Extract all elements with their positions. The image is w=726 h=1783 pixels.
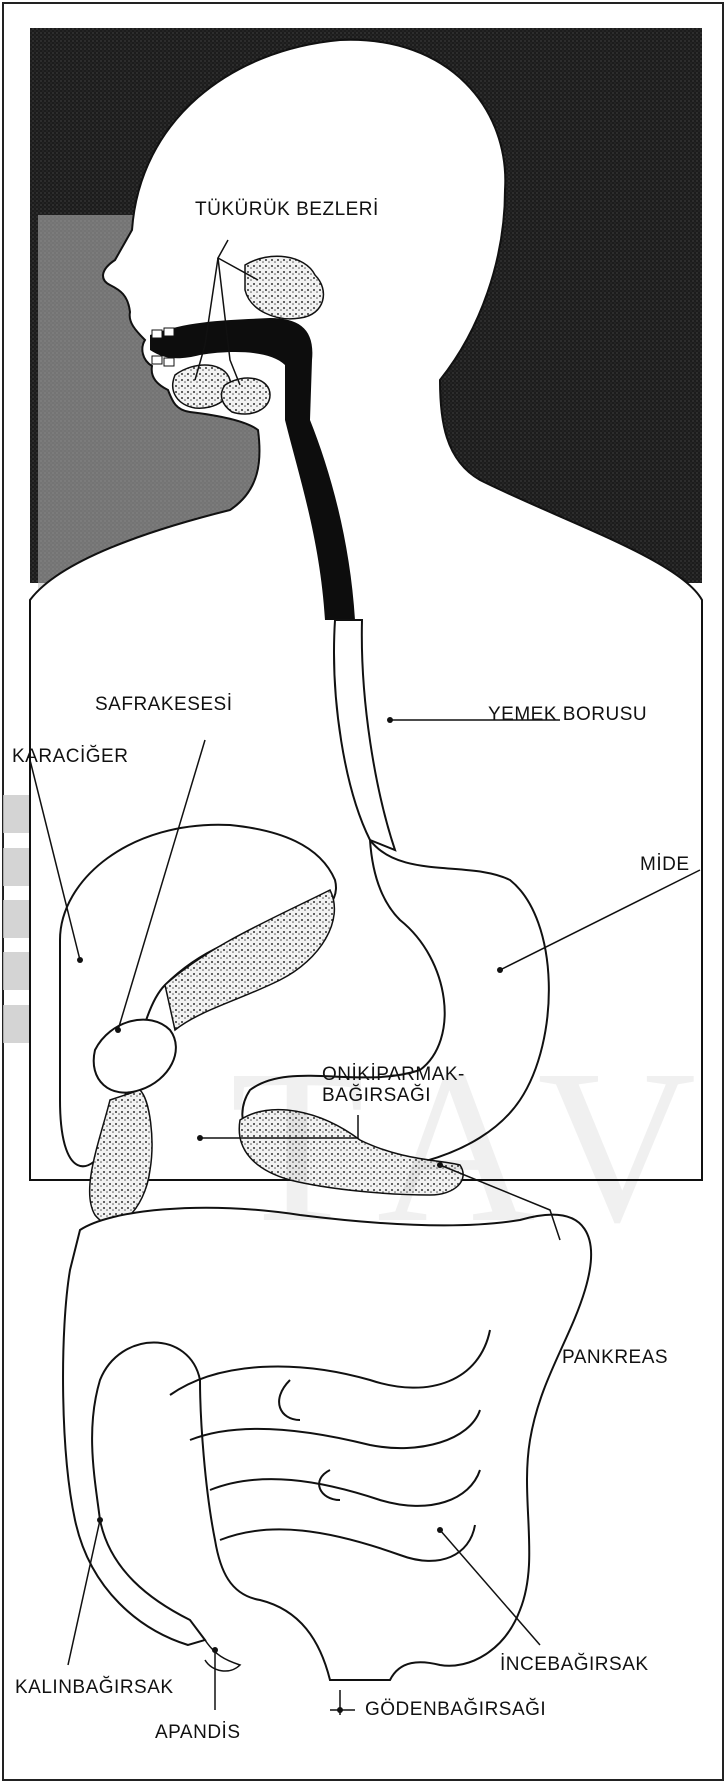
label-small-intestine: İNCEBAĞIRSAK [500, 1655, 649, 1676]
label-large-intestine: KALINBAĞIRSAK [15, 1678, 174, 1699]
label-esophagus: YEMEK BORUSU [488, 705, 647, 726]
label-stomach: MİDE [640, 855, 690, 876]
label-gallbladder: SAFRAKESESİ [95, 695, 233, 716]
label-pancreas: PANKREAS [562, 1348, 668, 1369]
label-salivary-glands: TÜKÜRÜK BEZLERİ [195, 200, 379, 221]
label-liver: KARACİĞER [12, 747, 128, 768]
label-duodenum: ONİKİPARMAK- BAĞIRSAĞI [322, 1065, 465, 1107]
label-rectum: GÖDENBAĞIRSAĞI [365, 1700, 546, 1721]
watermark-text: TAV [230, 1020, 726, 1273]
label-appendix: APANDİS [155, 1723, 241, 1744]
